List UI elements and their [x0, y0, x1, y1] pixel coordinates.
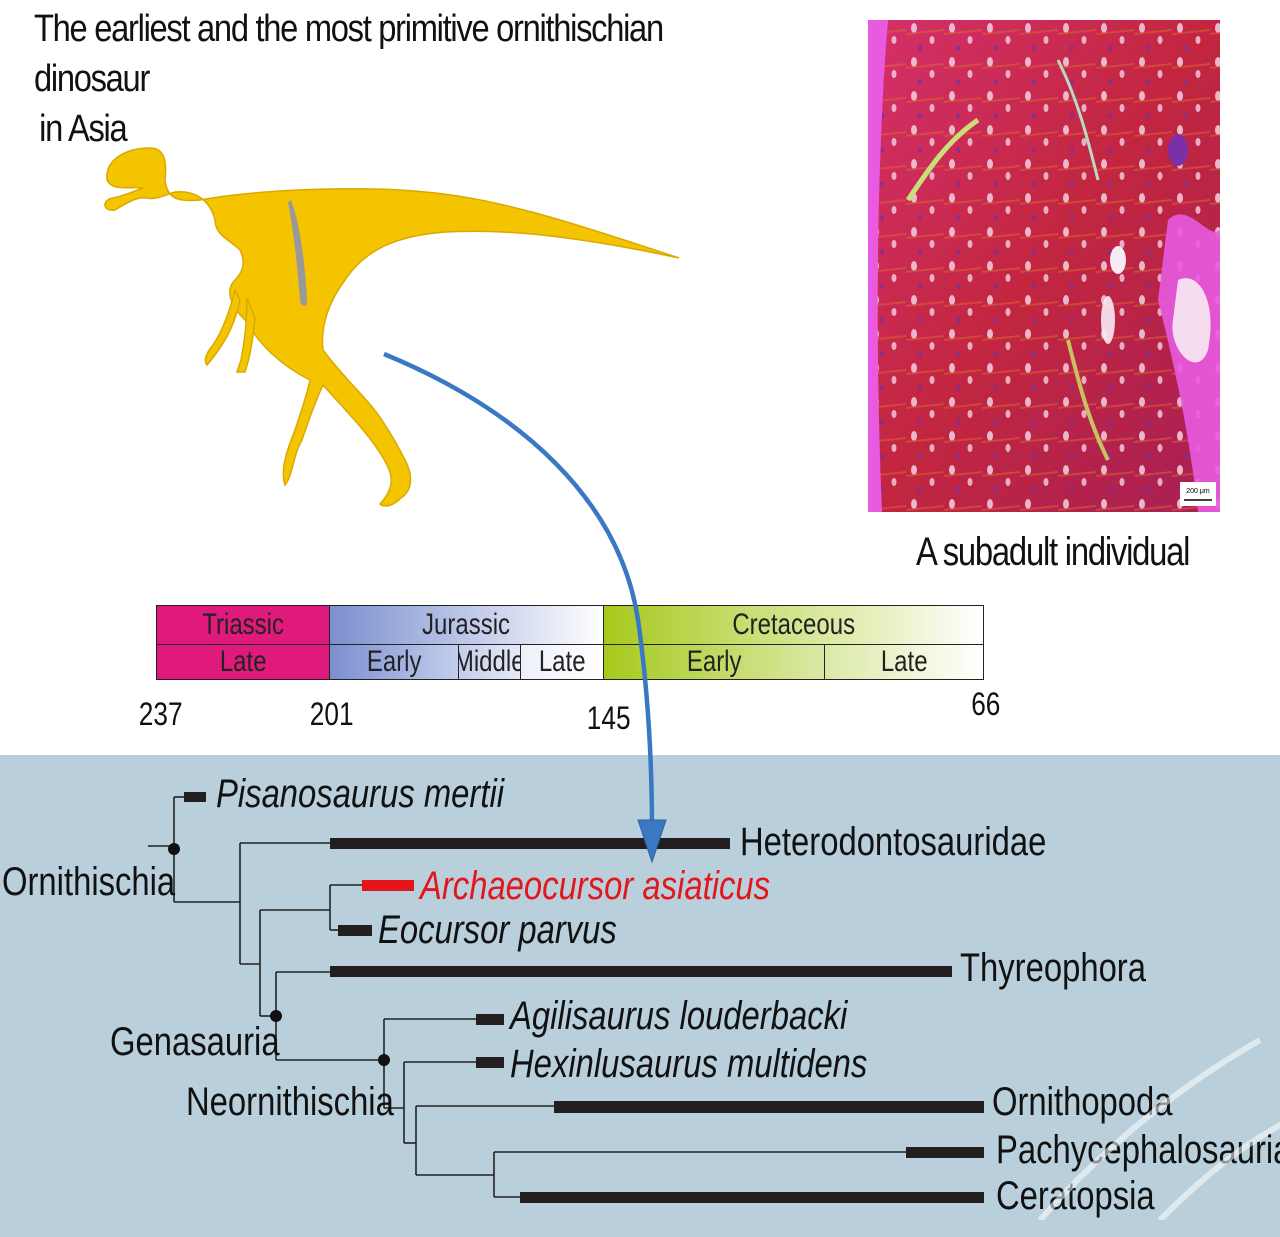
taxon-pachycephalosauria: Pachycephalosauria: [996, 1128, 1280, 1172]
range-bar-thyreophora: [330, 966, 952, 977]
taxon-heterodontosauridae: Heterodontosauridae: [740, 820, 1047, 864]
taxon-ornithopoda: Ornithopoda: [992, 1080, 1173, 1124]
dinosaur-silhouette: [104, 147, 680, 507]
phylogenetic-tree: [148, 792, 984, 1203]
bone-histology-image: 200 μm: [868, 20, 1220, 512]
range-bar-agilisaurus: [476, 1014, 504, 1025]
range-bar-hexinlusaurus: [476, 1057, 504, 1068]
epoch-label: Late: [880, 645, 928, 678]
taxon-thyreophora: Thyreophora: [960, 946, 1146, 990]
period-jurassic: Jurassic: [329, 605, 604, 645]
clade-neornithischia: Neornithischia: [186, 1080, 394, 1124]
tick-237: 237: [138, 696, 183, 732]
epoch-late-jurassic: Late: [520, 644, 604, 680]
taxon-hexinlusaurus: Hexinlusaurus multidens: [510, 1042, 868, 1086]
epoch-label: Late: [538, 645, 586, 678]
epoch-label: Early: [686, 645, 742, 678]
scale-bar-label: 200 μm: [1186, 488, 1210, 495]
range-bar-archaeocursor: [362, 880, 414, 891]
period-jurassic-label: Jurassic: [422, 608, 511, 641]
range-bar-ornithopoda: [554, 1101, 984, 1113]
taxon-agilisaurus: Agilisaurus louderbacki: [510, 994, 848, 1038]
title-line-2: in Asia: [39, 108, 128, 150]
taxon-eocursor: Eocursor parvus: [378, 908, 617, 952]
epoch-late-cretaceous: Late: [824, 644, 984, 680]
ornithischia-node: [168, 843, 180, 855]
epoch-middle-jurassic: Middle: [458, 644, 521, 680]
title-line-1: The earliest and the most primitive orni…: [34, 8, 664, 100]
taxon-pisanosaurus: Pisanosaurus mertii: [216, 772, 505, 816]
period-cretaceous: Cretaceous: [603, 605, 984, 645]
taxon-archaeocursor: Archaeocursor asiaticus: [420, 864, 771, 908]
epoch-early-jurassic: Early: [329, 644, 459, 680]
clade-genasauria: Genasauria: [110, 1020, 280, 1064]
range-bar-eocursor: [338, 925, 372, 936]
period-triassic-label: Triassic: [202, 608, 284, 641]
clade-ornithischia: Ornithischia: [2, 860, 176, 904]
figure-title: The earliest and the most primitive orni…: [34, 4, 722, 154]
tick-145: 145: [586, 700, 631, 736]
period-triassic: Triassic: [156, 605, 330, 645]
histology-caption: A subadult individual: [916, 530, 1190, 574]
neornithischia-node: [378, 1054, 390, 1066]
range-bar-ceratopsia: [520, 1192, 984, 1203]
range-bars: [184, 792, 984, 1203]
epoch-early-cretaceous: Early: [603, 644, 825, 680]
range-bar-pachycephalosauria: [906, 1147, 984, 1158]
range-bar-pisanosaurus: [184, 792, 206, 802]
watermark-arcs: [1037, 1037, 1280, 1220]
epoch-late-triassic: Late: [156, 644, 330, 680]
tick-201: 201: [309, 696, 354, 732]
range-bar-heterodontosauridae: [330, 838, 730, 849]
genasauria-node: [270, 1010, 282, 1022]
epoch-label: Late: [219, 645, 267, 678]
epoch-label: Early: [366, 645, 422, 678]
tick-66: 66: [971, 686, 1001, 722]
epoch-label: Middle: [458, 645, 520, 678]
period-cretaceous-label: Cretaceous: [732, 608, 855, 641]
